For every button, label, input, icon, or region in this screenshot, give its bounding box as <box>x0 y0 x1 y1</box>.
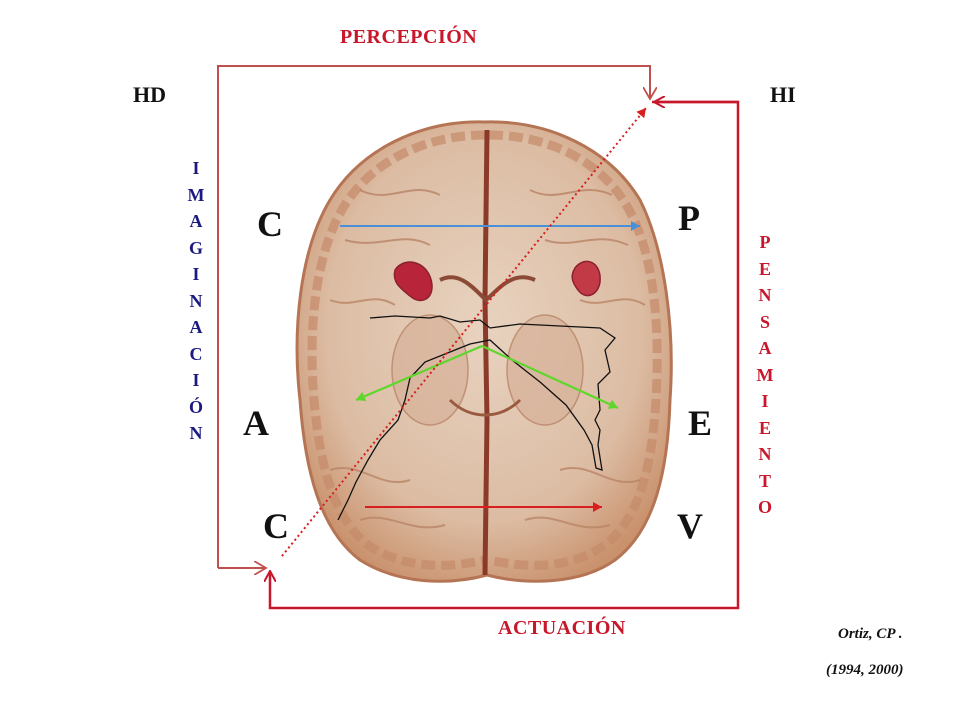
imagination-letter: A <box>189 211 203 231</box>
thought-letter: S <box>759 311 770 332</box>
credit-years: (1994, 2000) <box>826 662 904 678</box>
perception-label: PERCEPCIÓN <box>340 26 478 48</box>
thought-letter: T <box>758 470 771 491</box>
imagination-letter: A <box>189 317 203 337</box>
perception-frame-arrow <box>217 65 650 568</box>
green-arrow-left <box>355 344 483 402</box>
thought-letter: N <box>758 285 772 305</box>
thought-letter: E <box>758 258 771 279</box>
thought-letter: P <box>759 232 771 252</box>
left-ventricle <box>393 261 433 302</box>
quadrant-letter-bottom-right: V <box>677 506 703 546</box>
imagination-letter: I <box>192 264 200 284</box>
brain-illustration <box>295 120 673 583</box>
thought-letter: A <box>758 338 772 358</box>
thought-letter: E <box>758 417 771 438</box>
credit-author: Ortiz, CP . <box>838 626 903 642</box>
right-ventricle <box>571 260 601 297</box>
imagination-letter: M <box>187 184 205 205</box>
green-arrow-right <box>481 344 619 410</box>
quadrant-letter-middle-right: E <box>688 403 713 443</box>
imagination-letter: N <box>189 423 203 443</box>
thought-letter: O <box>757 497 772 517</box>
imagination-letter: C <box>189 343 203 364</box>
imagination-letter: I <box>192 158 200 178</box>
imagination-letter: G <box>188 237 203 258</box>
imagination-vertical-label: I M A G I N A C I Ó N <box>181 155 211 447</box>
thought-vertical-label: P E N S A M I E N T O <box>750 229 780 521</box>
imagination-letter: N <box>189 290 203 311</box>
diagonal-dotted-arrow <box>281 107 647 557</box>
quadrant-letter-middle-left: A <box>243 403 269 443</box>
imagination-letter: I <box>192 370 200 390</box>
imagination-letter: Ó <box>188 396 203 417</box>
thought-letter: M <box>756 364 774 385</box>
action-label: ACTUACIÓN <box>498 617 626 639</box>
quadrant-letter-top-right: P <box>678 198 700 238</box>
longitudinal-fissure <box>482 129 490 576</box>
quadrant-letter-bottom-left: C <box>263 506 289 546</box>
quadrant-letter-top-left: C <box>257 204 283 244</box>
right-hemisphere-label: HD <box>133 82 166 107</box>
thought-letter: N <box>758 444 772 464</box>
thought-letter: I <box>761 391 769 411</box>
boundary-contour <box>337 315 616 521</box>
left-hemisphere-label: HI <box>770 82 796 107</box>
